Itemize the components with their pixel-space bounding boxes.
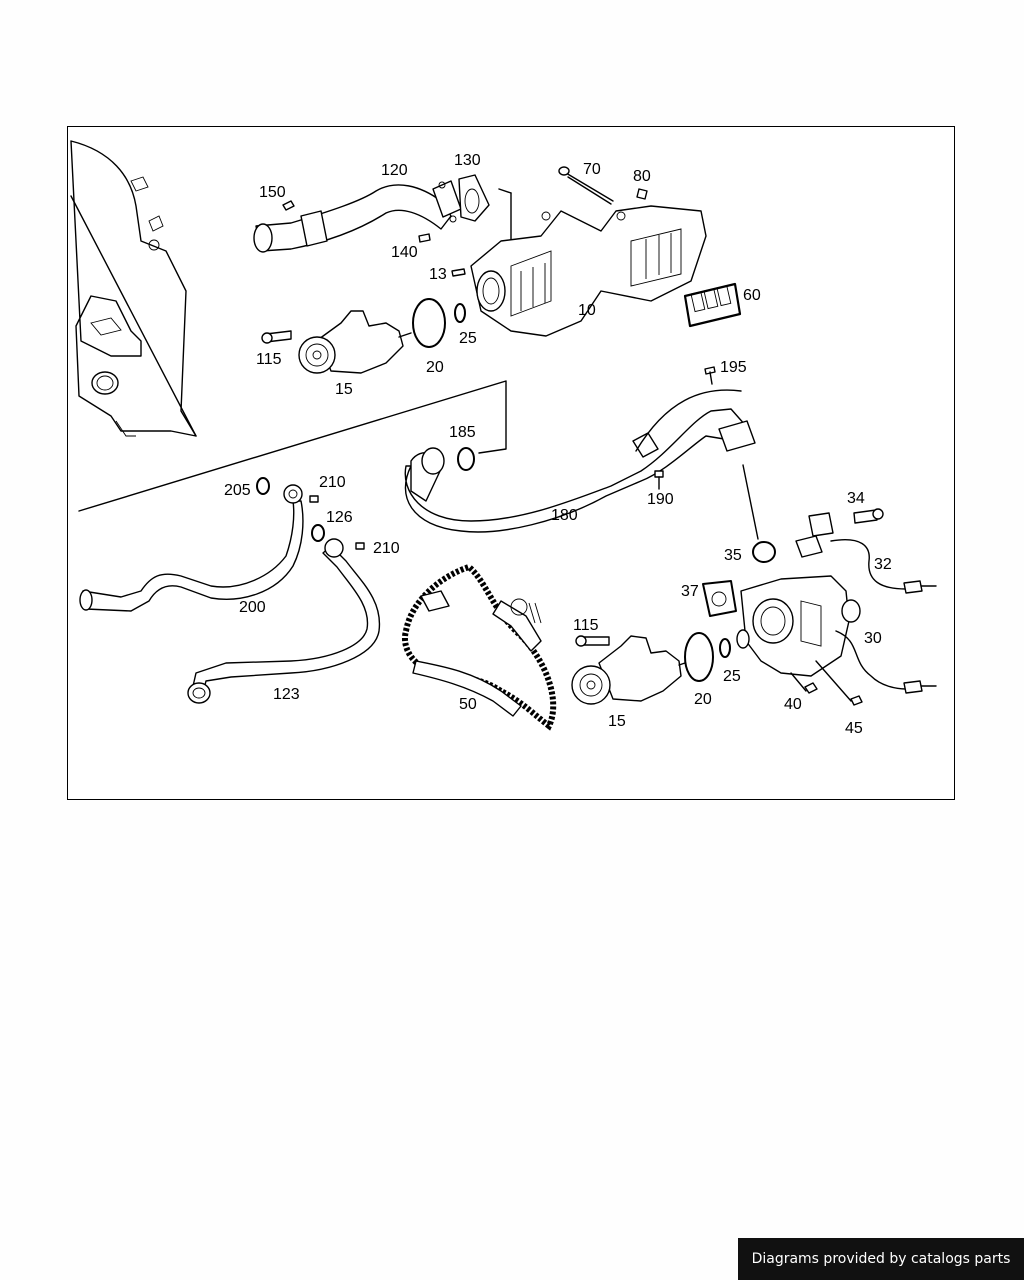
part-label-34: 34 — [847, 490, 865, 507]
part-label-180: 180 — [551, 507, 578, 524]
hose-fittings-drawing — [256, 477, 365, 550]
sensors-wiring-drawing — [795, 508, 937, 694]
part-label-25-top: 25 — [459, 330, 477, 347]
vacuum-pump-15-top-drawing — [261, 310, 412, 374]
part-label-10: 10 — [578, 302, 596, 319]
part-label-80: 80 — [633, 168, 651, 185]
part-label-32: 32 — [874, 556, 892, 573]
seals-bottom-drawing — [684, 632, 731, 682]
screws-top-drawing — [282, 200, 466, 277]
part-label-20-top: 20 — [426, 359, 444, 376]
timing-chain-50-drawing — [401, 563, 557, 731]
part-label-45: 45 — [845, 720, 863, 737]
part-label-50: 50 — [459, 696, 477, 713]
hose-200-drawing — [79, 484, 304, 612]
part-label-190: 190 — [647, 491, 674, 508]
part-label-15-bottom: 15 — [608, 713, 626, 730]
part-label-115-top: 115 — [256, 351, 282, 368]
seals-top-drawing — [412, 298, 466, 348]
egr-cooler-10-drawing — [470, 205, 707, 337]
part-label-13: 13 — [429, 266, 447, 283]
parts-diagram-frame: 120 130 70 80 150 140 13 60 10 115 20 25… — [67, 126, 955, 800]
part-label-37: 37 — [681, 583, 699, 600]
part-label-40: 40 — [784, 696, 802, 713]
pipe-180-fasteners-drawing — [457, 366, 716, 490]
pipe-180-drawing — [404, 389, 756, 533]
vacuum-pump-15-bottom-drawing — [571, 635, 692, 705]
part-label-185: 185 — [449, 424, 476, 441]
part-label-20-bottom: 20 — [694, 691, 712, 708]
housing-bolts-drawing — [752, 541, 863, 706]
part-labels: 120 130 70 80 150 140 13 60 10 115 20 25… — [224, 152, 892, 737]
credit-text: Diagrams provided by catalogs parts — [751, 1251, 1011, 1267]
part-label-210-lower: 210 — [373, 540, 400, 557]
part-label-35: 35 — [724, 547, 742, 564]
part-label-205: 205 — [224, 482, 251, 499]
part-label-140: 140 — [391, 244, 418, 261]
engine-block-drawing — [70, 140, 197, 437]
part-label-25-bottom: 25 — [723, 668, 741, 685]
part-label-120: 120 — [381, 162, 408, 179]
assembly-lines — [78, 188, 759, 540]
part-label-30: 30 — [864, 630, 882, 647]
part-label-70: 70 — [583, 161, 601, 178]
pipe-120-drawing — [253, 180, 462, 253]
hose-123-drawing — [187, 538, 381, 704]
part-label-15-top: 15 — [335, 381, 353, 398]
part-label-115-bottom: 115 — [573, 617, 599, 634]
part-label-126: 126 — [326, 509, 353, 526]
part-label-200: 200 — [239, 599, 266, 616]
housing-30-drawing — [702, 575, 861, 677]
part-label-60: 60 — [743, 287, 761, 304]
part-label-123: 123 — [273, 686, 300, 703]
gasket-130-drawing — [458, 174, 490, 222]
gasket-60-drawing — [683, 282, 742, 328]
bolt-70-drawing — [558, 166, 648, 205]
part-label-210-upper: 210 — [319, 474, 346, 491]
part-label-150: 150 — [259, 184, 286, 201]
part-label-130: 130 — [454, 152, 481, 169]
diagram-credit-badge: Diagrams provided by catalogs parts — [738, 1238, 1024, 1280]
parts-diagram: 120 130 70 80 150 140 13 60 10 115 20 25… — [70, 140, 937, 737]
part-label-195: 195 — [720, 359, 747, 376]
